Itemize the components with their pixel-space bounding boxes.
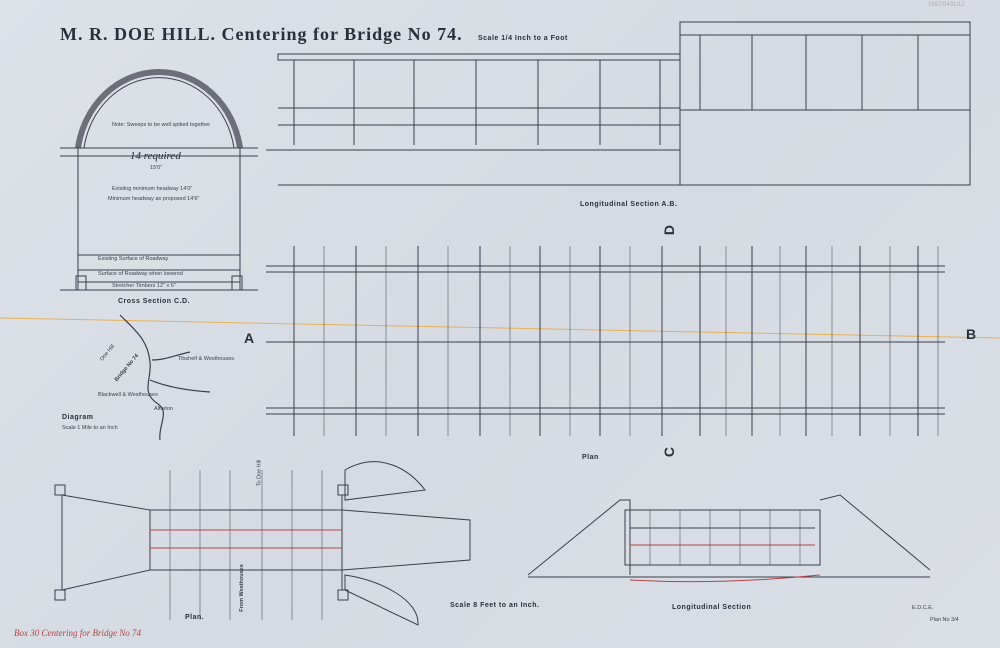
pencil-annotation: Box 30 Centering for Bridge No 74 [14, 628, 141, 638]
section-letter-c: C [661, 446, 678, 458]
label-required-width: 15'0" [150, 165, 163, 171]
plan-title: Plan [582, 454, 599, 461]
section-letter-a: A [244, 330, 255, 346]
diagram-title: Diagram [62, 414, 94, 421]
diagram-map [119, 314, 211, 441]
archive-stamp: 1997/0431/12 [928, 2, 965, 8]
from-westhouses: From Westhouses [238, 564, 245, 612]
clearance-existing: Existing minimum headway 14'0" [112, 186, 193, 192]
diagram-subtitle: Scale 1 Mile to an Inch [62, 425, 118, 431]
plan-grid [266, 246, 945, 436]
plan-number: Plan No 3/4 [930, 617, 959, 623]
reference-line [0, 317, 1000, 339]
scale-top: Scale 1/4 Inch to a Foot [478, 35, 568, 42]
cross-section-title: Cross Section C.D. [118, 298, 191, 305]
floor-timbers: Stretcher Timbers 12" x 6" [112, 283, 176, 289]
drawing-title: M. R. DOE HILL. Centering for Bridge No … [60, 24, 463, 44]
long-section-title: Longitudinal Section A.B. [580, 201, 678, 208]
bottom-longitudinal-section [527, 494, 931, 583]
bottom-plan-title: Plan. [185, 614, 205, 621]
diagram-label-3: Alfreton [154, 406, 173, 412]
diagram-label-2: Blackwell & Westhouses [98, 392, 158, 398]
to-doe-hill: To Doe Hill [256, 459, 263, 487]
scale-bottom: Scale 8 Feet to an Inch. [450, 602, 540, 609]
clearance-proposed: Minimum headway as proposed 14'6" [108, 196, 200, 202]
section-letter-d: D [661, 224, 678, 236]
note-sweeps: Note: Sweeps to be well spiked together [112, 122, 211, 128]
bottom-long-section-title: Longitudinal Section [672, 604, 752, 611]
section-letter-b: B [966, 326, 977, 342]
cross-section-drawing [60, 69, 258, 291]
office-ref: E.D.C.E. [912, 605, 934, 611]
label-required: 14 required [130, 150, 181, 162]
diagram-label-1: Tibshelf & Westhouses [178, 356, 234, 362]
floor-existing: Existing Surface of Roadway [98, 256, 169, 262]
bottom-plan [54, 461, 471, 626]
top-longitudinal-section [266, 21, 971, 186]
floor-lowered: Surface of Roadway when lowered [98, 271, 183, 277]
